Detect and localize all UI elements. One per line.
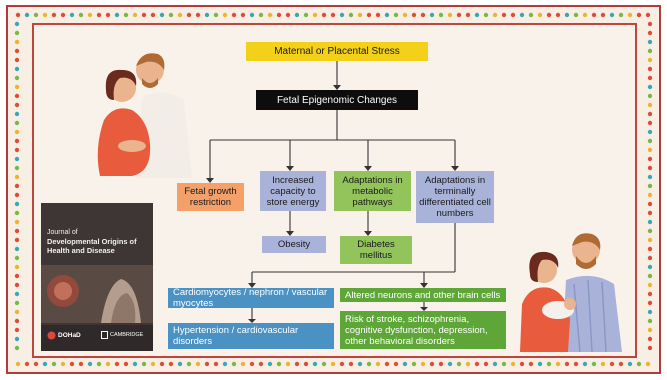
pregnant-couple-illustration — [97, 53, 192, 178]
journal-title: Developmental Origins of Health and Dise… — [47, 237, 137, 255]
journal-title-prefix: Journal of — [47, 229, 78, 236]
dotted-border — [14, 12, 653, 367]
metabolic-pathways-box: Adaptations in metabolic pathways — [334, 171, 411, 211]
terminal-cells-box: Adaptations in terminally differentiated… — [416, 171, 494, 223]
dohad-logo: DOHaD — [47, 331, 81, 340]
diabetes-box: Diabetes mellitus — [340, 236, 412, 264]
brain-cells-box: Altered neurons and other brain cells — [340, 288, 506, 302]
hypertension-box: Hypertension / cardiovascular disorders — [168, 323, 334, 349]
cambridge-logo: CAMBRIDGE — [101, 331, 143, 339]
store-energy-box: Increased capacity to store energy — [260, 171, 326, 211]
epigenomic-changes-box: Fetal Epigenomic Changes — [256, 90, 418, 110]
journal-cover-image — [41, 265, 153, 323]
cardiomyocytes-box: Cardiomyocytes / nephron / vascular myoc… — [168, 287, 334, 309]
risk-box: Risk of stroke, schizophrenia, cognitive… — [340, 311, 506, 349]
journal-cover: Journal of Developmental Origins of Heal… — [41, 203, 153, 351]
maternal-stress-box: Maternal or Placental Stress — [246, 42, 428, 61]
family-with-baby-illustration — [520, 233, 622, 352]
fetal-growth-restriction-box: Fetal growth restriction — [177, 183, 244, 211]
obesity-box: Obesity — [262, 236, 326, 253]
